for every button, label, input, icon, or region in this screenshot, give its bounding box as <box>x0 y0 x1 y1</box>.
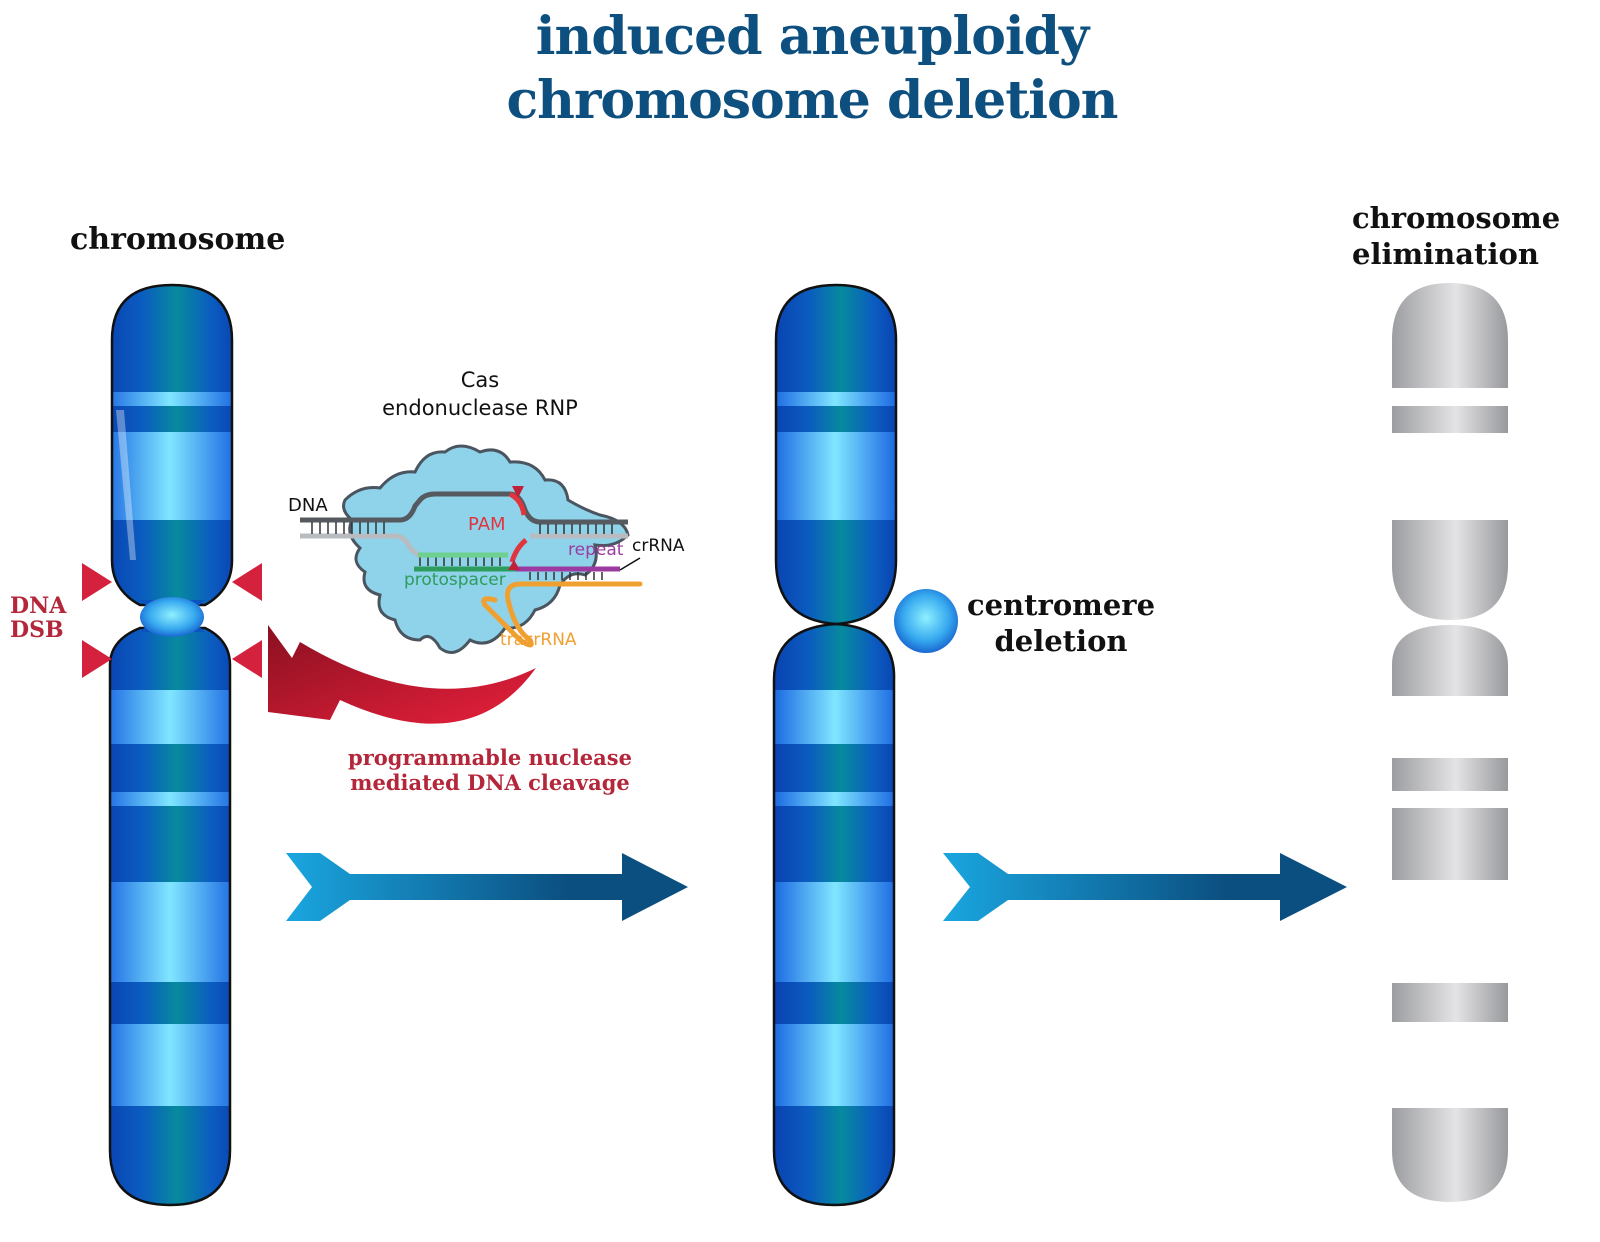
left-chromosome-lower-arm <box>110 628 230 1205</box>
left-centromere <box>140 597 204 637</box>
eliminated-chromosome-fragments <box>1392 283 1508 1202</box>
nuclease-line-2: mediated DNA cleavage <box>350 770 630 795</box>
dsb-arrow-icon <box>82 640 112 678</box>
rnp-protospacer-label: protospacer <box>404 570 506 590</box>
rnp-dna-label: DNA <box>288 495 328 516</box>
cas-rnp-complex <box>300 444 643 654</box>
rnp-pam-label: PAM <box>468 514 506 535</box>
dsb-arrow-icon <box>232 640 262 678</box>
centromere-line-1: centromere <box>966 588 1156 622</box>
dna-dsb-line-2: DSB <box>10 617 64 643</box>
rnp-tracrrna-label: tracrRNA <box>500 630 577 650</box>
fragment <box>1392 625 1508 696</box>
fragment <box>1392 520 1508 620</box>
process-arrow-2-icon <box>943 853 1347 921</box>
fragment <box>1392 1108 1508 1202</box>
chromosome-elimination-label: chromosome elimination <box>1352 200 1560 272</box>
middle-chromosome-upper-arm <box>776 285 896 624</box>
middle-chromosome <box>772 283 898 1207</box>
nuclease-cleavage-label: programmable nuclease mediated DNA cleav… <box>340 745 640 795</box>
cas-rnp-line-2: endonuclease RNP <box>382 396 578 420</box>
elimination-line-1: chromosome <box>1352 201 1561 235</box>
dsb-markers <box>82 563 262 678</box>
title-line-1: induced aneuploidy <box>535 6 1089 67</box>
middle-chromosome-lower-arm <box>774 624 895 1205</box>
deleted-centromere <box>894 589 958 653</box>
fragment <box>1392 758 1508 791</box>
elimination-line-2: elimination <box>1352 237 1539 271</box>
rnp-repeat-label: repeat <box>568 540 624 560</box>
dsb-arrow-icon <box>232 563 262 601</box>
nuclease-line-1: programmable nuclease <box>348 745 632 770</box>
cas-rnp-line-1: Cas <box>460 368 500 392</box>
curved-cleavage-arrow-icon <box>268 625 536 724</box>
fragment <box>1392 983 1508 1022</box>
title-line-2: chromosome deletion <box>506 70 1119 131</box>
chromosome-label: chromosome <box>70 222 286 257</box>
dsb-arrow-icon <box>82 563 112 601</box>
left-chromosome <box>108 283 234 1207</box>
dna-dsb-label: DNA DSB <box>10 594 66 642</box>
cas-protein-shape <box>342 444 630 654</box>
left-chromosome-upper-arm <box>112 285 232 605</box>
process-arrow-1-icon <box>286 853 688 921</box>
dna-dsb-line-1: DNA <box>10 593 67 619</box>
fragment <box>1392 283 1508 388</box>
centromere-line-2: deletion <box>994 624 1128 658</box>
rnp-crrna-label: crRNA <box>632 536 685 556</box>
cas-rnp-label: Cas endonuclease RNP <box>360 366 600 422</box>
fragment <box>1392 406 1508 433</box>
centromere-deletion-label: centromere deletion <box>966 587 1156 659</box>
fragment <box>1392 808 1508 880</box>
